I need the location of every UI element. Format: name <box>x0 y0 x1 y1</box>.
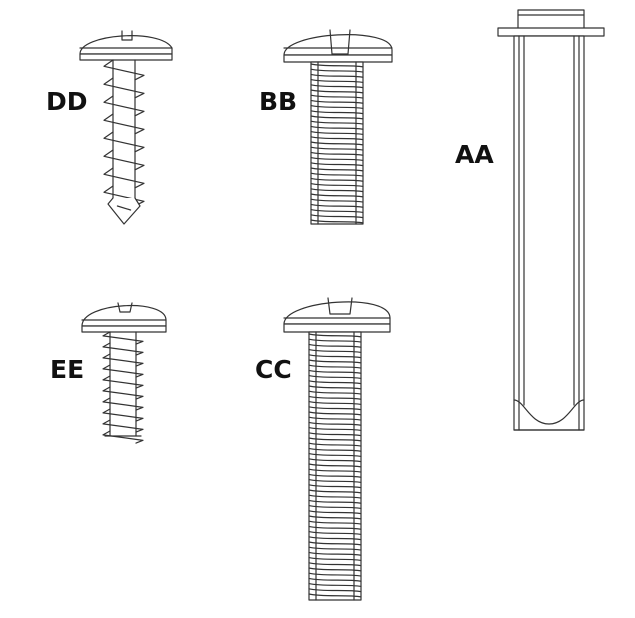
label-bb: BB <box>259 87 298 116</box>
screw-cc-head <box>283 301 391 325</box>
label-ee: EE <box>50 355 85 384</box>
screw-cc-slot <box>327 297 353 315</box>
screw-bb-head <box>283 34 393 56</box>
screw-cc-shank <box>308 331 362 601</box>
screw-dd-head <box>79 35 173 55</box>
screw-dd-shank <box>103 59 145 225</box>
screw-dd-slot <box>121 30 133 41</box>
anchor-aa-tip <box>513 399 585 425</box>
label-aa: AA <box>455 140 494 169</box>
screw-ee-slot <box>117 302 133 313</box>
screw-bb-slot <box>329 29 351 55</box>
screw-bb-shank <box>310 61 364 225</box>
anchor-aa-cap <box>517 9 585 31</box>
screw-ee-shank <box>102 331 144 444</box>
screw-ee <box>81 302 167 444</box>
screw-bb <box>283 29 393 225</box>
anchor-aa <box>497 9 605 431</box>
screw-cc <box>283 297 391 601</box>
screw-ee-head <box>81 305 167 327</box>
anchor-aa-body <box>513 35 585 431</box>
anchor-aa-flange <box>497 27 605 37</box>
label-dd: DD <box>46 87 88 116</box>
screw-dd <box>79 30 173 225</box>
label-cc: CC <box>255 355 292 384</box>
